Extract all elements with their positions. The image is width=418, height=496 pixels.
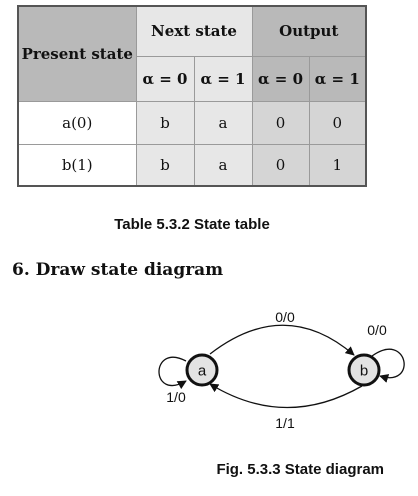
table-row: a(0) b a 0 0 — [17, 100, 367, 145]
state-node-b — [347, 353, 381, 387]
next-state-cell: a — [193, 143, 253, 187]
state-label-a: a — [198, 363, 207, 380]
label-a-to-b: 0/0 — [275, 309, 295, 325]
out-alpha0-header: α = 0 — [251, 55, 310, 102]
next-state-cell: b — [135, 100, 195, 145]
state-node-a — [185, 353, 219, 387]
self-loop-b — [371, 348, 405, 383]
state-diagram: a b 0/0 0/0 1/0 1/1 — [158, 309, 405, 431]
state-table: Present state Next state Output α = 0 α … — [17, 5, 368, 187]
output-header: Output — [251, 5, 367, 57]
next-alpha0-header: α = 0 — [135, 55, 195, 102]
present-state-cell: a(0) — [17, 100, 137, 145]
next-state-cell: b — [135, 143, 195, 187]
out-alpha1-header: α = 1 — [308, 55, 367, 102]
output-cell: 0 — [251, 143, 310, 187]
self-loop-a — [158, 356, 187, 390]
output-cell: 0 — [251, 100, 310, 145]
transition-a-to-b — [209, 324, 355, 356]
label-b-to-a: 1/1 — [275, 415, 295, 431]
figure-caption: Fig. 5.3.3 State diagram — [216, 461, 384, 478]
present-state-cell: b(1) — [17, 143, 137, 187]
next-state-header: Next state — [135, 5, 253, 57]
transition-b-to-a — [209, 383, 363, 409]
table-row: b(1) b a 0 1 — [17, 143, 367, 187]
step-heading: 6. Draw state diagram — [12, 260, 224, 280]
label-a-self: 1/0 — [166, 389, 186, 405]
next-alpha1-header: α = 1 — [193, 55, 253, 102]
present-state-header: Present state — [17, 5, 137, 102]
table-caption: Table 5.3.2 State table — [114, 216, 270, 233]
output-cell: 1 — [308, 143, 367, 187]
label-b-self: 0/0 — [367, 322, 387, 338]
next-state-cell: a — [193, 100, 253, 145]
output-cell: 0 — [308, 100, 367, 145]
state-label-b: b — [360, 363, 368, 380]
